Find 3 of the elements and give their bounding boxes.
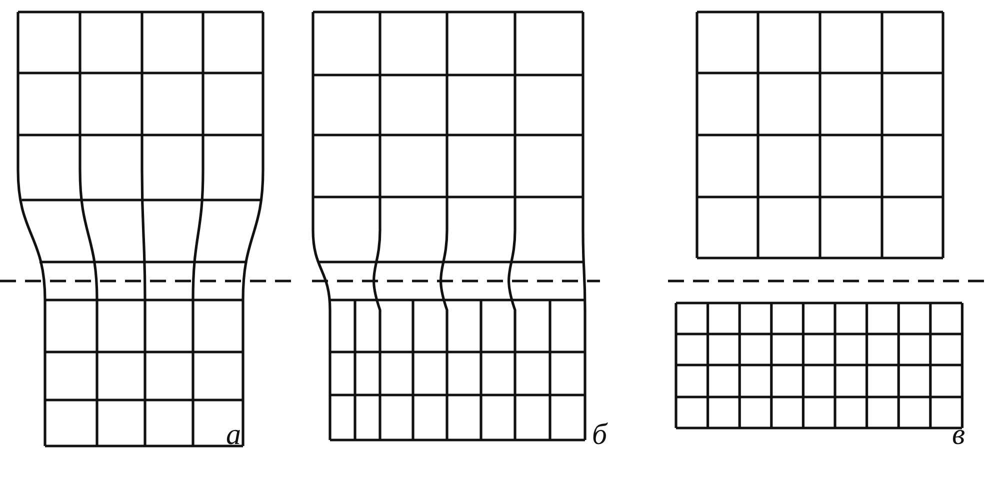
panel-letter: в (952, 420, 966, 450)
panel-letter: а (226, 420, 241, 450)
panel-letter: б (592, 420, 608, 450)
